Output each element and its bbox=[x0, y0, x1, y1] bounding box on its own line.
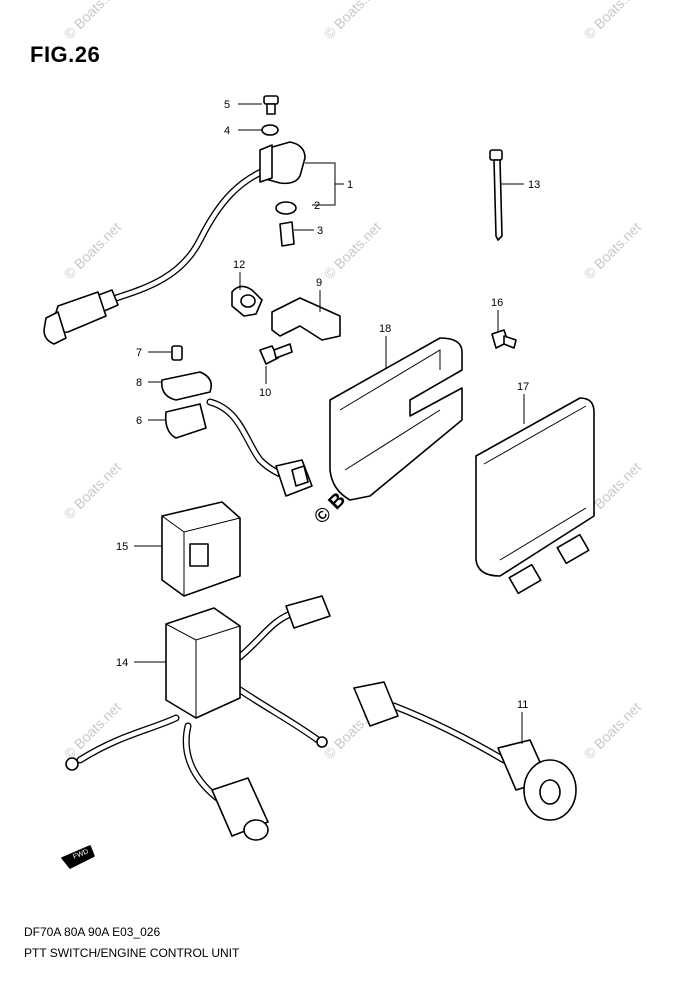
grommet-harness bbox=[353, 681, 577, 821]
watermark: © Boats.net bbox=[61, 219, 124, 282]
sensor-harness bbox=[160, 345, 313, 497]
cable-tie-icon bbox=[489, 149, 503, 241]
callout-number: 14 bbox=[116, 657, 128, 669]
figure-title: FIG.26 bbox=[30, 42, 101, 67]
ptt-switch-harness bbox=[43, 141, 306, 345]
forward-arrow-icon: FWD bbox=[61, 845, 95, 869]
bolt-icon bbox=[259, 343, 293, 365]
clamp-icon bbox=[231, 285, 263, 317]
callout-number: 3 bbox=[317, 225, 323, 237]
callout-number: 6 bbox=[136, 415, 142, 427]
callout-number: 4 bbox=[224, 125, 230, 137]
callout-number: 5 bbox=[224, 99, 230, 111]
callout-number: 11 bbox=[517, 699, 528, 711]
leader-lines bbox=[134, 103, 525, 744]
washer-icon bbox=[261, 124, 279, 136]
watermark: © Boats.net bbox=[321, 0, 384, 42]
bolt-icon bbox=[491, 329, 517, 349]
callout-number: 18 bbox=[379, 323, 391, 335]
watermark: © Boats.net bbox=[581, 699, 644, 762]
watermark: © Boats.net bbox=[61, 0, 124, 42]
callout-number: 10 bbox=[259, 387, 271, 399]
o-ring-icon bbox=[275, 201, 297, 215]
caption-model: DF70A 80A 90A E03_026 bbox=[24, 925, 161, 939]
callout-number: 15 bbox=[116, 541, 128, 553]
caption-title: PTT SWITCH/ENGINE CONTROL UNIT bbox=[24, 946, 240, 960]
callout-number: 16 bbox=[491, 297, 503, 309]
callout-number: 8 bbox=[136, 377, 142, 389]
callout-number: 13 bbox=[528, 179, 540, 191]
bracket-icon bbox=[271, 297, 341, 341]
watermarks: © Boats.net © Boats.net © Boats.net © Bo… bbox=[61, 0, 644, 762]
watermark: © Boats.net bbox=[581, 219, 644, 282]
callout-number: 1 bbox=[347, 179, 353, 191]
callout-number: 17 bbox=[517, 381, 529, 393]
callout-number: 9 bbox=[316, 277, 322, 289]
engine-control-unit bbox=[475, 397, 595, 595]
callout-numbers: 5 4 1 2 3 13 12 9 10 16 7 8 6 18 17 15 1… bbox=[116, 99, 540, 711]
callout-number: 7 bbox=[136, 347, 142, 359]
relay-harness bbox=[65, 595, 331, 841]
callout-number: 12 bbox=[233, 259, 245, 271]
watermark: © Boats.net bbox=[321, 219, 384, 282]
relay-cover bbox=[161, 501, 241, 597]
clip-icon bbox=[279, 221, 295, 247]
watermark: © Boats.net bbox=[61, 459, 124, 522]
ecu-cover bbox=[329, 337, 463, 501]
watermark: © Boats.net bbox=[581, 0, 644, 42]
bolt-icon bbox=[263, 95, 279, 115]
callout-number: 2 bbox=[314, 200, 320, 212]
